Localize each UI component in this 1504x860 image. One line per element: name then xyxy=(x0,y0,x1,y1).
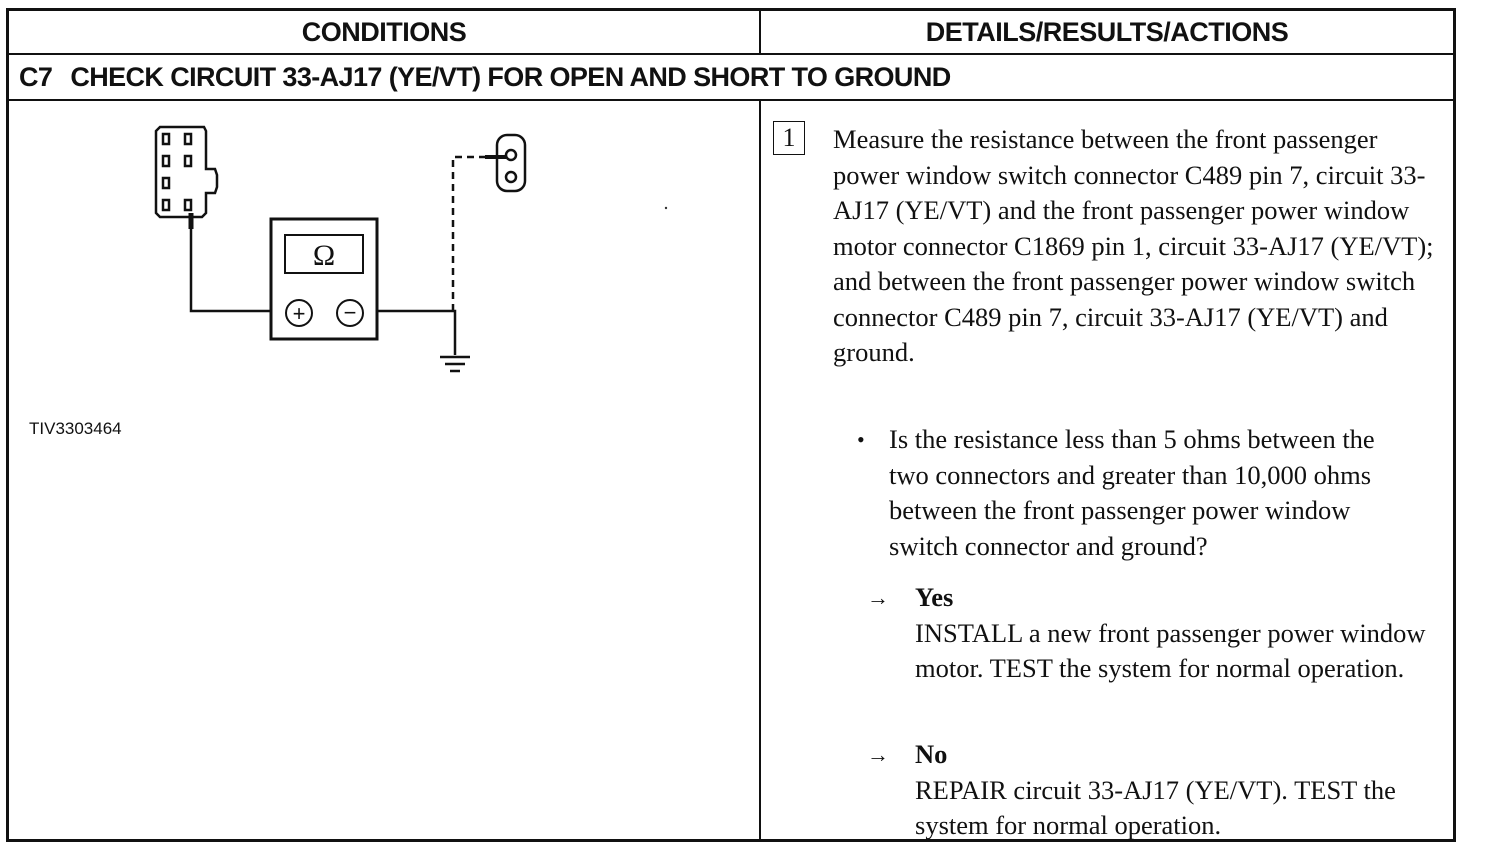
ohmmeter-icon: Ω + − xyxy=(269,217,379,341)
arrow-right-icon: → xyxy=(867,742,889,767)
actions-cell: 1 Measure the resistance between the fro… xyxy=(761,101,1453,840)
minus-terminal-icon: − xyxy=(344,300,357,325)
arrow-right-icon: → xyxy=(867,585,889,610)
measure-instruction: Measure the resistance between the front… xyxy=(833,124,1434,367)
positive-lead xyxy=(188,213,271,313)
test-diagram: Ω + − xyxy=(154,125,668,373)
diagnostic-table: CONDITIONS DETAILS/RESULTS/ACTIONS C7 CHE… xyxy=(6,8,1456,842)
step-id: C7 xyxy=(19,62,53,92)
result-no: → No REPAIR circuit 33-AJ17 (YE/VT). TES… xyxy=(867,737,1427,844)
table-header-row: CONDITIONS DETAILS/RESULTS/ACTIONS xyxy=(9,11,1453,55)
step-number-box: 1 xyxy=(773,121,805,155)
motor-connector-icon xyxy=(485,133,527,193)
yes-label: Yes xyxy=(915,582,954,612)
figure-id: TIV3303464 xyxy=(29,419,122,438)
result-yes: → Yes INSTALL a new front passenger powe… xyxy=(867,580,1427,687)
conditions-cell: Ω + − xyxy=(9,101,761,839)
no-label: No xyxy=(915,739,948,769)
ground-icon xyxy=(440,355,470,373)
test-question: • Is the resistance less than 5 ohms bet… xyxy=(857,422,1417,564)
plus-terminal-icon: + xyxy=(293,301,306,326)
bullet-icon: • xyxy=(857,427,865,452)
negative-lead xyxy=(377,309,457,355)
switch-connector-icon xyxy=(154,125,219,219)
step-title: CHECK CIRCUIT 33-AJ17 (YE/VT) FOR OPEN A… xyxy=(70,62,951,92)
header-details-results-actions: DETAILS/RESULTS/ACTIONS xyxy=(925,17,1289,47)
dashed-jumper xyxy=(451,155,497,311)
scan-dot xyxy=(664,206,668,210)
ohm-symbol: Ω xyxy=(313,239,335,272)
no-action-text: REPAIR circuit 33-AJ17 (YE/VT). TEST the… xyxy=(915,774,1396,841)
yes-action-text: INSTALL a new front passenger power wind… xyxy=(915,617,1426,684)
header-conditions: CONDITIONS xyxy=(9,11,761,53)
step-title-row: C7 CHECK CIRCUIT 33-AJ17 (YE/VT) FOR OPEN… xyxy=(9,55,1453,101)
question-text: Is the resistance less than 5 ohms betwe… xyxy=(889,424,1375,561)
